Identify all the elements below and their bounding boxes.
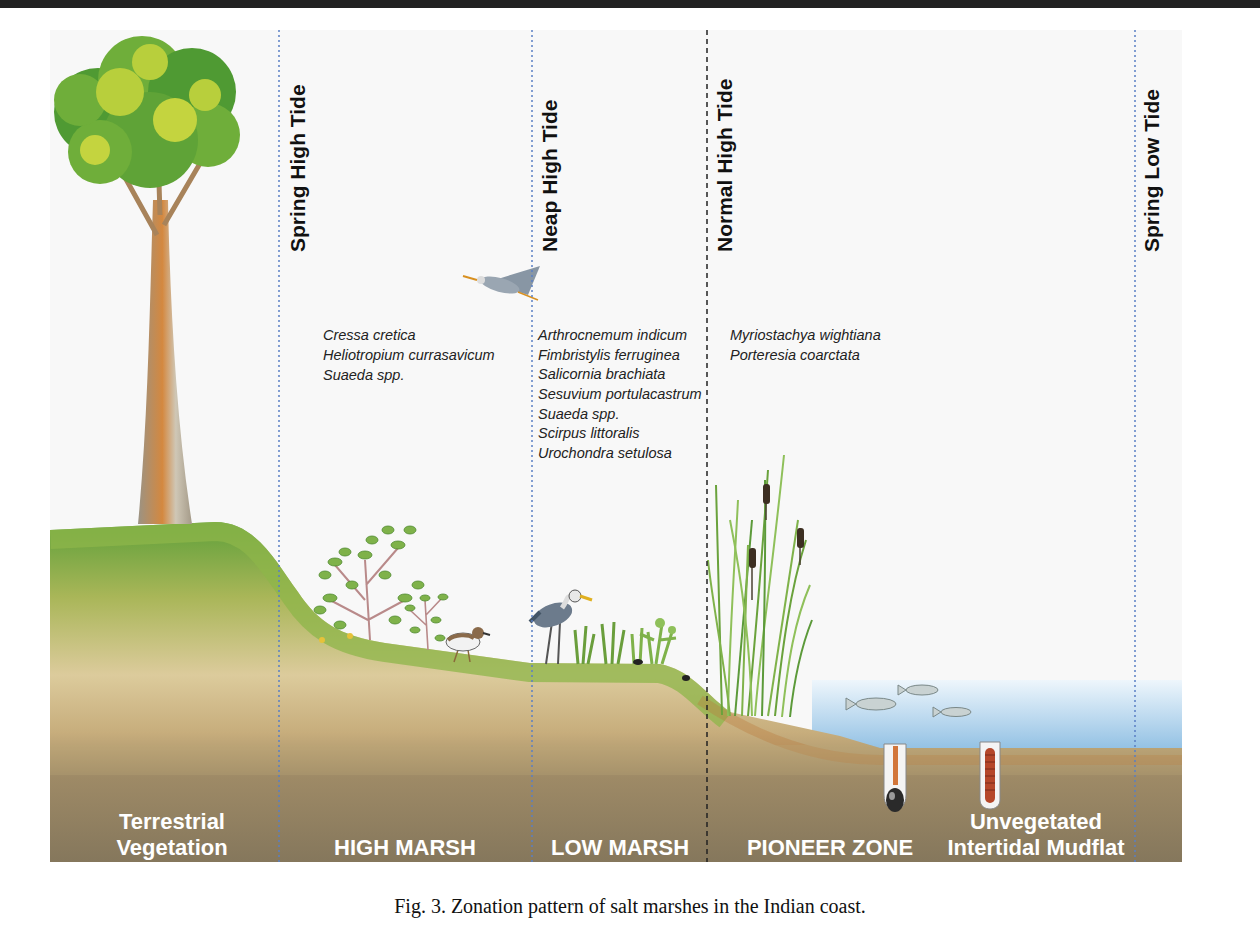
species-name: Suaeda spp. xyxy=(538,406,619,423)
tide-label: Spring High Tide xyxy=(286,84,309,252)
species-name: Fimbristylis ferruginea xyxy=(538,347,680,364)
species-name: Cressa cretica xyxy=(323,327,416,344)
zone-name: Unvegetated Intertidal Mudflat xyxy=(940,809,1132,860)
zone-name: Terrestrial Vegetation xyxy=(77,809,267,860)
species-name: Myriostachya wightiana xyxy=(730,327,881,344)
high-marsh-shrubs xyxy=(314,526,448,650)
heron-flying xyxy=(463,266,540,300)
species-name: Urochondra setulosa xyxy=(538,445,672,462)
tide-label: Normal High Tide xyxy=(713,79,736,252)
ground xyxy=(50,522,1182,862)
zone-name: HIGH MARSH xyxy=(295,835,515,860)
fish xyxy=(846,685,971,717)
tree xyxy=(54,36,240,524)
figure-caption: Fig. 3. Zonation pattern of salt marshes… xyxy=(0,895,1260,918)
plover-bird xyxy=(446,627,490,662)
top-bar xyxy=(0,0,1260,8)
tide-label: Spring Low Tide xyxy=(1140,89,1163,252)
species-name: Sesuvium portulacastrum xyxy=(538,386,702,403)
panel-ground xyxy=(50,30,1182,862)
species-name: Salicornia brachiata xyxy=(538,366,665,383)
low-marsh-plants xyxy=(575,618,690,681)
zone-name: PIONEER ZONE xyxy=(730,835,930,860)
tide-lines xyxy=(279,30,1135,862)
species-name: Heliotropium currasavicum xyxy=(323,347,495,364)
burrows xyxy=(884,742,1000,812)
zone-name: LOW MARSH xyxy=(540,835,700,860)
pioneer-reeds xyxy=(708,455,812,717)
species-name: Suaeda spp. xyxy=(323,367,404,384)
tide-label: Neap High Tide xyxy=(538,100,561,252)
species-name: Scirpus littoralis xyxy=(538,425,640,442)
water xyxy=(812,680,1182,752)
species-name: Arthrocnemum indicum xyxy=(538,327,687,344)
species-name: Porteresia coarctata xyxy=(730,347,860,364)
